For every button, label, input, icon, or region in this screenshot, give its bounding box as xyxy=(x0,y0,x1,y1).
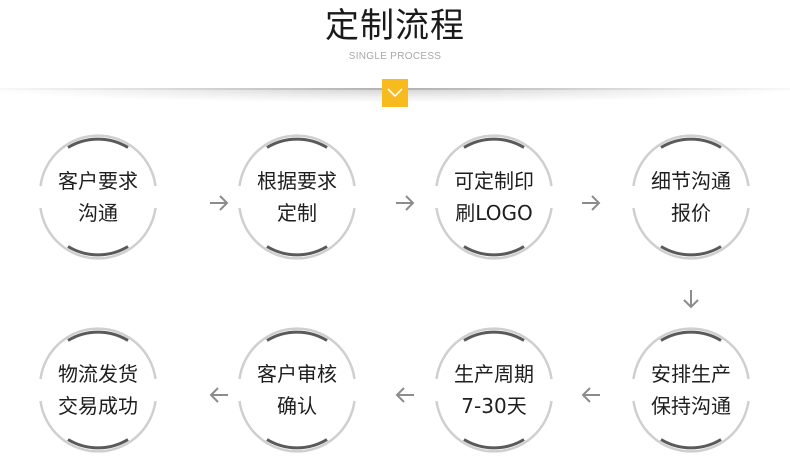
step-label-line2: 7-30天 xyxy=(461,394,527,418)
step-label-line1: 生产周期 xyxy=(454,362,534,386)
ring-icon xyxy=(435,134,553,260)
step-label-line2: 定制 xyxy=(277,201,317,225)
process-step-5: 安排生产 保持沟通 xyxy=(627,326,755,454)
arrow-right-icon xyxy=(582,195,601,211)
process-step-6: 生产周期 7-30天 xyxy=(430,326,558,454)
arrow-left-icon xyxy=(395,387,414,403)
step-label-line2: 交易成功 xyxy=(58,394,138,418)
process-step-1: 客户要求 沟通 xyxy=(34,133,162,261)
process-step-3: 可定制印 刷LOGO xyxy=(430,133,558,261)
process-step-4: 细节沟通 报价 xyxy=(627,133,755,261)
ring-icon xyxy=(39,327,157,453)
step-label-line1: 可定制印 xyxy=(454,169,534,193)
step-label-line2: 报价 xyxy=(671,201,711,225)
step-label-line2: 刷LOGO xyxy=(455,201,533,225)
process-step-8: 物流发货 交易成功 xyxy=(34,326,162,454)
step-label-line1: 根据要求 xyxy=(257,169,337,193)
process-step-7: 客户审核 确认 xyxy=(233,326,361,454)
chevron-down-icon xyxy=(387,88,403,98)
ring-icon xyxy=(435,327,553,453)
step-label-line1: 物流发货 xyxy=(58,362,138,386)
ring-icon xyxy=(238,327,356,453)
arrow-down-icon xyxy=(683,290,699,309)
ring-icon xyxy=(39,134,157,260)
step-label-line1: 安排生产 xyxy=(651,362,731,386)
arrow-left-icon xyxy=(209,387,228,403)
expand-toggle-button[interactable] xyxy=(382,79,408,107)
step-label-line1: 客户审核 xyxy=(257,362,337,386)
page-subtitle: SINGLE PROCESS xyxy=(348,51,442,62)
ring-icon xyxy=(238,134,356,260)
arrow-left-icon xyxy=(581,387,600,403)
step-label-line1: 客户要求 xyxy=(58,169,138,193)
step-label-line1: 细节沟通 xyxy=(651,169,731,193)
step-label-line2: 保持沟通 xyxy=(651,394,731,418)
ring-icon xyxy=(632,134,750,260)
arrow-right-icon xyxy=(210,195,229,211)
step-label-line2: 沟通 xyxy=(78,201,118,225)
arrow-right-icon xyxy=(396,195,415,211)
process-step-2: 根据要求 定制 xyxy=(233,133,361,261)
page-title: 定制流程 xyxy=(325,6,465,46)
step-label-line2: 确认 xyxy=(277,394,317,418)
ring-icon xyxy=(632,327,750,453)
